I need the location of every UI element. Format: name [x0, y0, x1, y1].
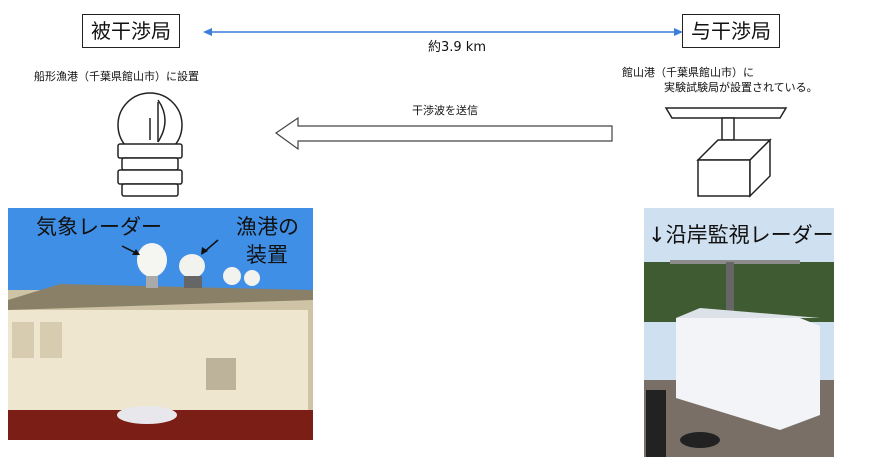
victim-station-label: 被干渉局 — [82, 14, 180, 48]
port-equipment-photo-label-2: 装置 — [246, 243, 288, 267]
interferer-station-label: 与干渉局 — [682, 14, 780, 48]
interferer-location-caption-2: 実験試験局が設置されている。 — [664, 81, 818, 94]
weather-radar-photo-label: 気象レーダー — [36, 215, 162, 239]
distance-arrow — [203, 28, 683, 36]
interference-arrow — [274, 116, 613, 151]
coastal-radar-photo — [644, 208, 834, 457]
interferer-location-caption-1: 館山港（千葉県館山市）に — [622, 66, 754, 79]
weather-radar-icon — [117, 92, 183, 197]
interference-label: 干渉波を送信 — [412, 104, 478, 117]
fishing-port-photo — [8, 208, 313, 440]
port-equipment-photo-label-1: 漁港の — [236, 215, 299, 239]
distance-label: 約3.9 km — [428, 40, 486, 55]
coastal-radar-photo-label: ↓沿岸監視レーダー — [648, 223, 834, 247]
coastal-radar-icon — [664, 107, 788, 198]
victim-location-caption: 船形漁港（千葉県館山市）に設置 — [34, 70, 199, 83]
